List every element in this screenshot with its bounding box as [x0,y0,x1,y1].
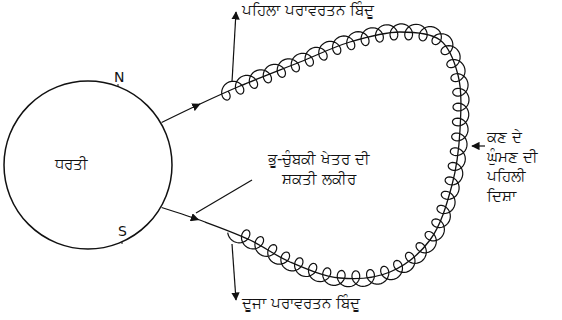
pole-letter: N [112,68,126,86]
pole-letter: S [116,222,129,240]
field-line [162,32,461,279]
particle-helix [222,24,469,287]
leader-arrow [472,145,486,146]
earth-outline [3,80,173,250]
field-line-label: ਭੂ-ਚੁੰਬਕੀ ਖੇਤਰ ਦੀ ਸ਼ਕਤੀ ਲਕੀਰ [256,150,382,189]
leader-arrow [196,180,252,213]
direction-arrow [198,103,200,105]
reflection-point-label: ਪਹਿਲਾ ਪਰਾਵਰਤਨ ਬਿੰਦੂ [240,1,376,21]
node-label: ਧਰਤੀ [55,155,88,175]
leader-arrow [232,244,236,300]
leader-arrow [232,12,236,82]
leader-lines [118,12,486,300]
reflection-point-label: ਦੂਜਾ ਪਰਾਵਰਤਨ ਬਿੰਦੂ [240,294,362,314]
rotation-label: ਕਣ ਦੇ ਘੁੰਮਣ ਦੀ ਪਹਿਲੀ ਦਿਸ਼ਾ [485,128,559,206]
earth-circle: ਧਰਤੀ [3,80,173,250]
direction-arrow [197,218,199,220]
